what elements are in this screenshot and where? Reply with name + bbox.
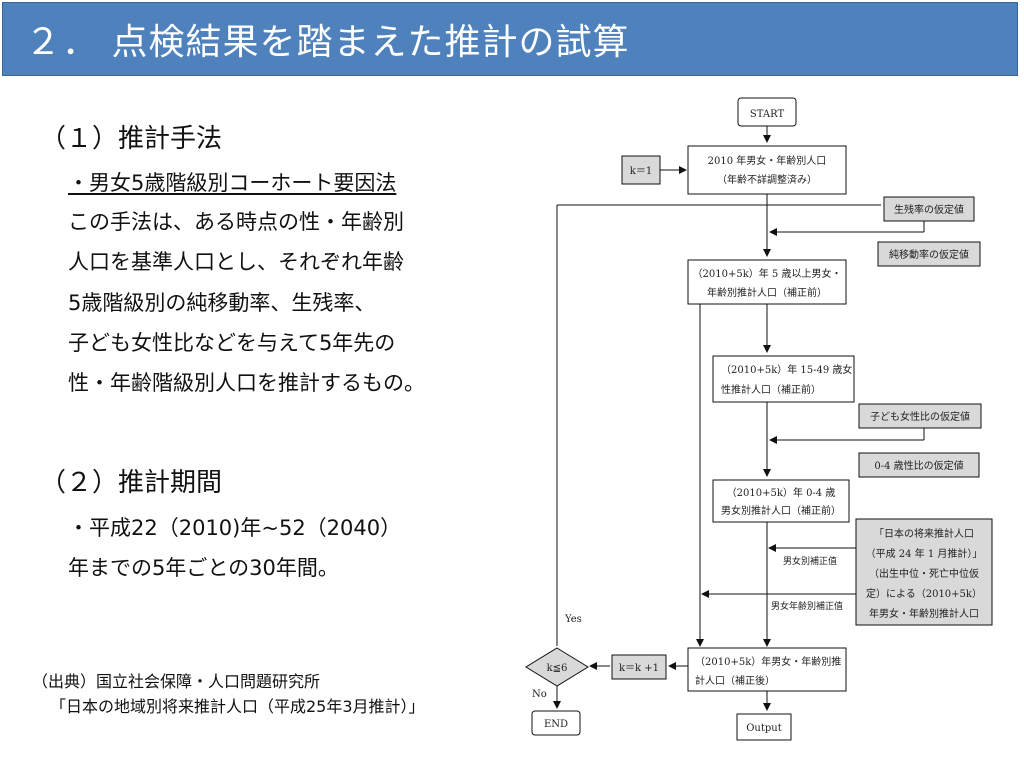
national-projection-line: 定）による（2010+5k）: [866, 587, 982, 600]
section2-heading: （２）推計期間: [40, 468, 223, 498]
female15-49-box: [712, 355, 855, 403]
age5plus-box: [687, 259, 847, 305]
source-line: 「日本の地域別将来推計人口（平成25年3月推計）」: [50, 697, 425, 716]
description-line: この手法は、ある時点の性・年齢別: [68, 210, 404, 234]
period-line: ・平成22（2010)年~52（2040）: [68, 516, 402, 540]
no-label: No: [532, 689, 547, 700]
corrected-population-box: [687, 647, 847, 692]
source-line: （出典）国立社会保障・人口問題研究所: [32, 672, 321, 691]
sex-ratio-label: 0-4 歳性比の仮定値: [874, 459, 963, 472]
k-increment-label: k＝k +1: [619, 663, 659, 674]
k-init-label: k＝1: [630, 166, 652, 177]
page-title: ２． 点検結果を踏まえた推計の試算: [25, 22, 630, 63]
end-node: [531, 710, 581, 736]
national-projection-line: （出生中位・死亡中位仮: [869, 567, 979, 580]
base-population-line1: 2010 年男女・年齢別人口: [708, 154, 827, 167]
k-init-box: [621, 155, 661, 185]
title-bar: ２． 点検結果を踏まえた推計の試算: [2, 2, 1018, 76]
output-label: Output: [746, 723, 782, 734]
output-node: [736, 713, 792, 741]
start-label: START: [750, 109, 785, 120]
national-projection-line: 「日本の将来推計人口: [874, 527, 974, 540]
national-projection-line: （平成 24 年 1 月推計）」: [866, 547, 983, 560]
sexage-correction-label: 男女年齢別補正值: [771, 600, 843, 612]
national-projection-box: [855, 518, 993, 626]
start-node: [737, 97, 797, 127]
child-woman-ratio-label: 子ども女性比の仮定値: [870, 410, 970, 423]
description-line: 5歳階級別の純移動率、生残率、: [68, 291, 376, 315]
description-line: 性・年齢階級別人口を推計するもの。: [68, 371, 425, 395]
age5plus-line1: （2010+5k）年 5 歳以上男女・: [693, 267, 842, 280]
child-woman-ratio-box: [858, 403, 982, 429]
end-label: END: [544, 719, 568, 730]
flow-connectors: [553, 126, 925, 711]
description-line: 人口を基準人口とし、それぞれ年齢: [68, 250, 404, 274]
method-name: ・男女5歳階級別コーホート要因法: [68, 171, 397, 195]
decision-diamond: [525, 647, 589, 687]
survival-rate-label: 生残率の仮定値: [894, 203, 964, 216]
corrected-population-line1: （2010+5k）年男女・年齢別推: [695, 655, 841, 668]
base-population-line2: （年齢不詳調整済み）: [717, 173, 817, 186]
female15-49-line1: （2010+5k）年 15-49 歳女: [721, 363, 852, 376]
survival-rate-box: [883, 196, 975, 222]
female15-49-line2: 性推計人口（補正前）: [721, 383, 821, 396]
migration-rate-label: 純移動率の仮定値: [889, 248, 969, 261]
age0-4-line1: （2010+5k）年 0-4 歳: [727, 486, 836, 499]
sex-correction-label: 男女別補正值: [783, 555, 837, 567]
k-increment-box: [611, 654, 667, 680]
corrected-population-line2: 計人口（補正後）: [695, 674, 775, 687]
age0-4-line2: 男女別推計人口（補正前）: [721, 504, 841, 517]
section1-heading: （１）推計手法: [40, 124, 223, 154]
migration-rate-box: [877, 241, 981, 267]
yes-label: Yes: [564, 614, 582, 625]
period-line: 年までの5年ごとの30年間。: [68, 556, 339, 580]
age5plus-line2: 年齢別推計人口（補正前）: [707, 286, 827, 299]
decision-label: k≦6: [547, 663, 568, 674]
sex-ratio-box: [858, 452, 980, 478]
base-population-box: [687, 145, 847, 195]
age0-4-box: [712, 479, 850, 523]
description-line: 子ども女性比などを与えて5年先の: [68, 331, 396, 355]
national-projection-line: 年男女・年齢別推計人口: [869, 607, 979, 620]
